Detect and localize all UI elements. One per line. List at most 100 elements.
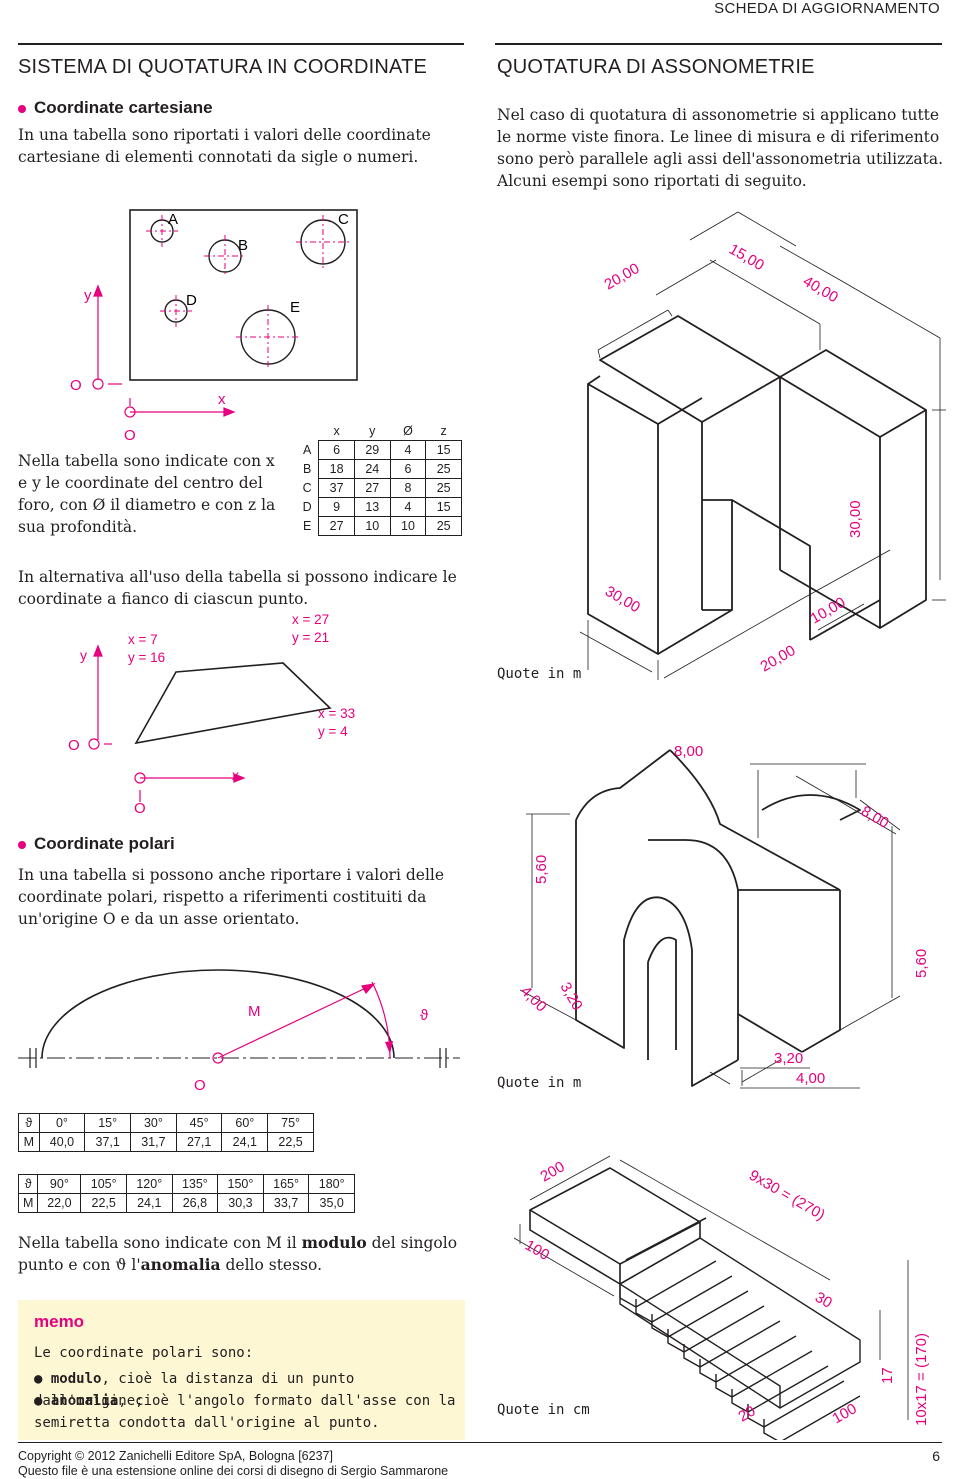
right-intro: Nel caso di quotatura di assonometrie si…: [497, 106, 944, 190]
polar-table-1-cell: 31,7: [130, 1132, 177, 1152]
origin-label-2: O: [124, 427, 136, 440]
caption-part-3: dello stesso.: [220, 1256, 322, 1274]
cartesian-table-cell: 18: [318, 459, 355, 479]
stair-step: [651, 1290, 749, 1338]
cartesian-table-cell: Ø: [390, 422, 426, 441]
stair-step: [715, 1350, 813, 1398]
polar-label-o: O: [194, 1077, 206, 1094]
cartesian-table-cell: D: [296, 497, 320, 517]
polar-label-m: M: [248, 1003, 261, 1020]
memo-item-1: ● modulo, cioè la distanza di un punto d…: [34, 1371, 355, 1409]
cartesian-table-cell: 4: [389, 497, 427, 517]
cartesian-intro: In una tabella sono riportati i valori d…: [18, 126, 431, 166]
stair-dim-170: 10x17 = (170): [913, 1333, 930, 1426]
polar-diagram: M ϑ O: [18, 969, 460, 1094]
polar-table-2-cell: 33,7: [262, 1193, 310, 1213]
polar-table-2-cell: 180°: [308, 1174, 355, 1194]
footer-copyright: Copyright © 2012 Zanichelli Editore SpA,…: [18, 1449, 333, 1463]
caption-part-1: Nella tabella sono indicate con M il: [18, 1234, 302, 1252]
polar-table-1-cell: 60°: [221, 1113, 269, 1133]
axonometric-block-figure: 20,00 15,00 40,00 30,00 30,00 10,00 20,0…: [579, 211, 946, 680]
stair-dim-270: 9x30 = (270): [746, 1167, 828, 1224]
dim-30-vertical: 30,00: [847, 500, 864, 538]
memo-item-2-rest: , cioè l'angolo formato dall'asse con la…: [34, 1393, 456, 1431]
polar-table-2-cell: 22,0: [37, 1193, 82, 1213]
cartesian-holes-diagram: A B C D E y x O O: [70, 209, 358, 440]
polar-table-2-cell: 24,1: [125, 1193, 173, 1213]
quad-axis-y: y: [80, 647, 87, 663]
axis-label-y: y: [84, 287, 92, 304]
polar-table-2-cell: ϑ: [17, 1174, 39, 1194]
memo-item-1-bold: modulo: [50, 1371, 102, 1387]
stair-step: [635, 1275, 733, 1323]
polar-table-1-cell: 40,0: [38, 1132, 86, 1152]
cartesian-table-cell: 6: [389, 459, 427, 479]
alt-text: In alternativa all'uso della tabella si …: [18, 568, 457, 608]
cartesian-table-cell: 24: [353, 459, 391, 479]
cartesian-table-cell: 25: [425, 459, 462, 479]
polar-caption: Nella tabella sono indicate con M il mod…: [18, 1232, 478, 1276]
cartesian-table-cell: 13: [353, 497, 391, 517]
polar-label-theta: ϑ: [420, 1007, 429, 1024]
point-3-x: x = 33: [318, 706, 355, 721]
cartesian-table-cell: 15: [425, 440, 462, 460]
dim-15: 15,00: [726, 241, 767, 274]
table-caption: Nella tabella sono indicate con x e y le…: [18, 452, 276, 536]
cartesian-table-cell: 29: [353, 440, 391, 460]
page-number: 6: [932, 1448, 940, 1464]
left-title-rule: [18, 43, 464, 45]
hole-label-a: A: [168, 211, 178, 228]
axonometric-stairs-figure: 200 9x30 = (270) 100 30 17 10x17 = (170)…: [513, 1155, 930, 1440]
polar-table-1-cell: 37,1: [84, 1132, 132, 1152]
cartesian-table-cell: 8: [389, 478, 427, 498]
polar-table-1-cell: 45°: [175, 1113, 223, 1133]
stair-step: [731, 1365, 829, 1413]
stair-dim-30: 30: [812, 1289, 835, 1312]
hole-label-c: C: [338, 211, 349, 228]
arch-dim-4-bottom: 4,00: [796, 1070, 826, 1087]
polar-table-2-cell: 165°: [262, 1174, 310, 1194]
stair-step: [699, 1335, 797, 1383]
arch-dim-3-20-left: 3,20: [557, 980, 586, 1014]
cartesian-table-cell: 4: [389, 440, 427, 460]
arch-dim-5-60-right: 5,60: [913, 949, 930, 978]
arch-bottom-dim-lines: [740, 1067, 860, 1089]
footer-note: Questo file è una estensione online dei …: [18, 1464, 449, 1478]
fig2-unit: Quote in m: [497, 1075, 582, 1091]
polar-table-1-cell: ϑ: [18, 1113, 40, 1133]
polar-table-2-cell: 135°: [171, 1174, 219, 1194]
polar-table-1-cell: 15°: [84, 1113, 132, 1133]
point-2-x: x = 27: [292, 612, 329, 627]
cartesian-table-cell: 27: [353, 478, 391, 498]
polar-heading: Coordinate polari: [18, 834, 175, 854]
polar-table-1-cell: 27,1: [175, 1132, 223, 1152]
dim-40: 40,00: [800, 273, 841, 306]
point-2-y: y = 21: [292, 630, 329, 645]
caption-part-2: del singolo punto e con ϑ l': [18, 1234, 458, 1274]
footer-rule: [18, 1442, 942, 1443]
cartesian-table-cell: 25: [425, 516, 462, 536]
cartesian-table-cell: x: [318, 422, 355, 441]
cartesian-table-cell: y: [354, 422, 391, 441]
hole-label-e: E: [290, 299, 300, 316]
stair-dim-17: 17: [879, 1367, 896, 1384]
point-1-y: y = 16: [128, 650, 165, 665]
arch-dim-5-60-left: 5,60: [533, 855, 550, 884]
cartesian-table-cell: 10: [353, 516, 391, 536]
polar-table-2-cell: 26,8: [171, 1193, 219, 1213]
arch-dim-3-20-bottom: 3,20: [774, 1050, 804, 1067]
stair-dim-100-bottom: 100: [830, 1400, 860, 1427]
dim-20-top: 20,00: [602, 260, 643, 293]
left-section-title: SISTEMA DI QUOTATURA IN COORDINATE: [18, 56, 428, 78]
fig1-unit: Quote in m: [497, 666, 582, 682]
polar-table-2-cell: 150°: [217, 1174, 264, 1194]
cartesian-heading: Coordinate cartesiane: [18, 98, 213, 118]
memo-line: Le coordinate polari sono:: [34, 1345, 254, 1361]
right-title-rule: [495, 43, 942, 45]
